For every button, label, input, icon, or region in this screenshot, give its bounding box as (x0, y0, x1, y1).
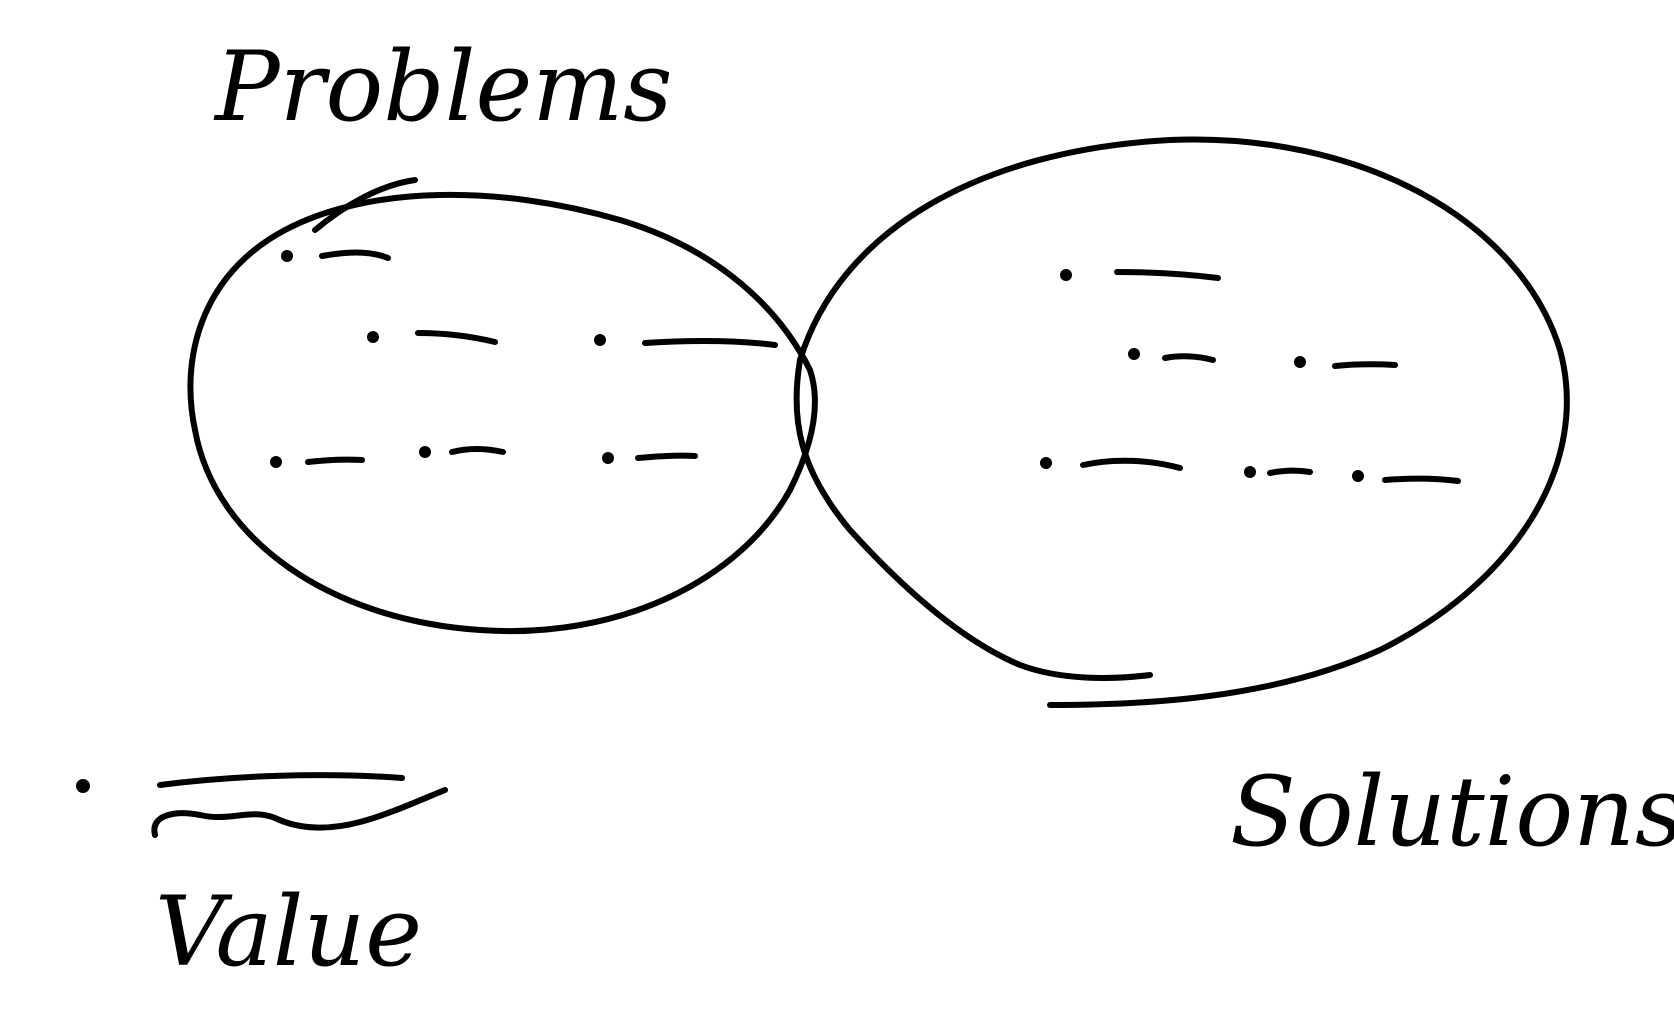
problems-circle-top-arc (312, 177, 418, 233)
value-bullet-line-wavy (151, 787, 448, 838)
problem-bullet-dot (602, 452, 614, 464)
value-bullet-dot (76, 779, 90, 793)
problems-label: Problems (213, 31, 673, 143)
solution-bullet-dot (1352, 470, 1364, 482)
problem-bullet-line (642, 337, 778, 348)
solution-bullet-dot (1244, 466, 1256, 478)
solutions-circle-lower-left (793, 357, 1153, 681)
problem-bullet-line (635, 452, 698, 461)
solution-bullet-line (1162, 353, 1216, 363)
problem-bullet-dot (270, 456, 282, 468)
problem-bullet-line (415, 330, 498, 345)
value-bullet-line-top (157, 772, 405, 788)
solution-bullet-line (1332, 361, 1398, 369)
problem-bullet-dot (594, 334, 606, 346)
solutions-bullets (1040, 269, 1461, 484)
problem-bullet-dot (367, 331, 379, 343)
solution-bullet-dot (1128, 348, 1140, 360)
problem-bullet-line (449, 446, 506, 455)
problems-circle (187, 191, 818, 634)
problem-bullet-line (305, 456, 365, 465)
problems-bullets (270, 249, 778, 468)
problem-bullet-dot (419, 446, 431, 458)
problem-bullet-line (319, 249, 391, 261)
value-label: Value (155, 876, 422, 988)
problem-bullet-dot (281, 250, 293, 262)
solutions-label: Solutions (1230, 756, 1674, 868)
solution-bullet-line (1114, 269, 1221, 281)
solution-bullet-line (1382, 475, 1461, 484)
solution-bullet-dot (1294, 356, 1306, 368)
solution-bullet-line (1267, 467, 1313, 476)
solution-bullet-dot (1040, 457, 1052, 469)
solution-bullet-dot (1060, 269, 1072, 281)
solution-bullet-line (1080, 457, 1183, 471)
solutions-circle (797, 136, 1570, 708)
value-bullet (76, 772, 448, 838)
